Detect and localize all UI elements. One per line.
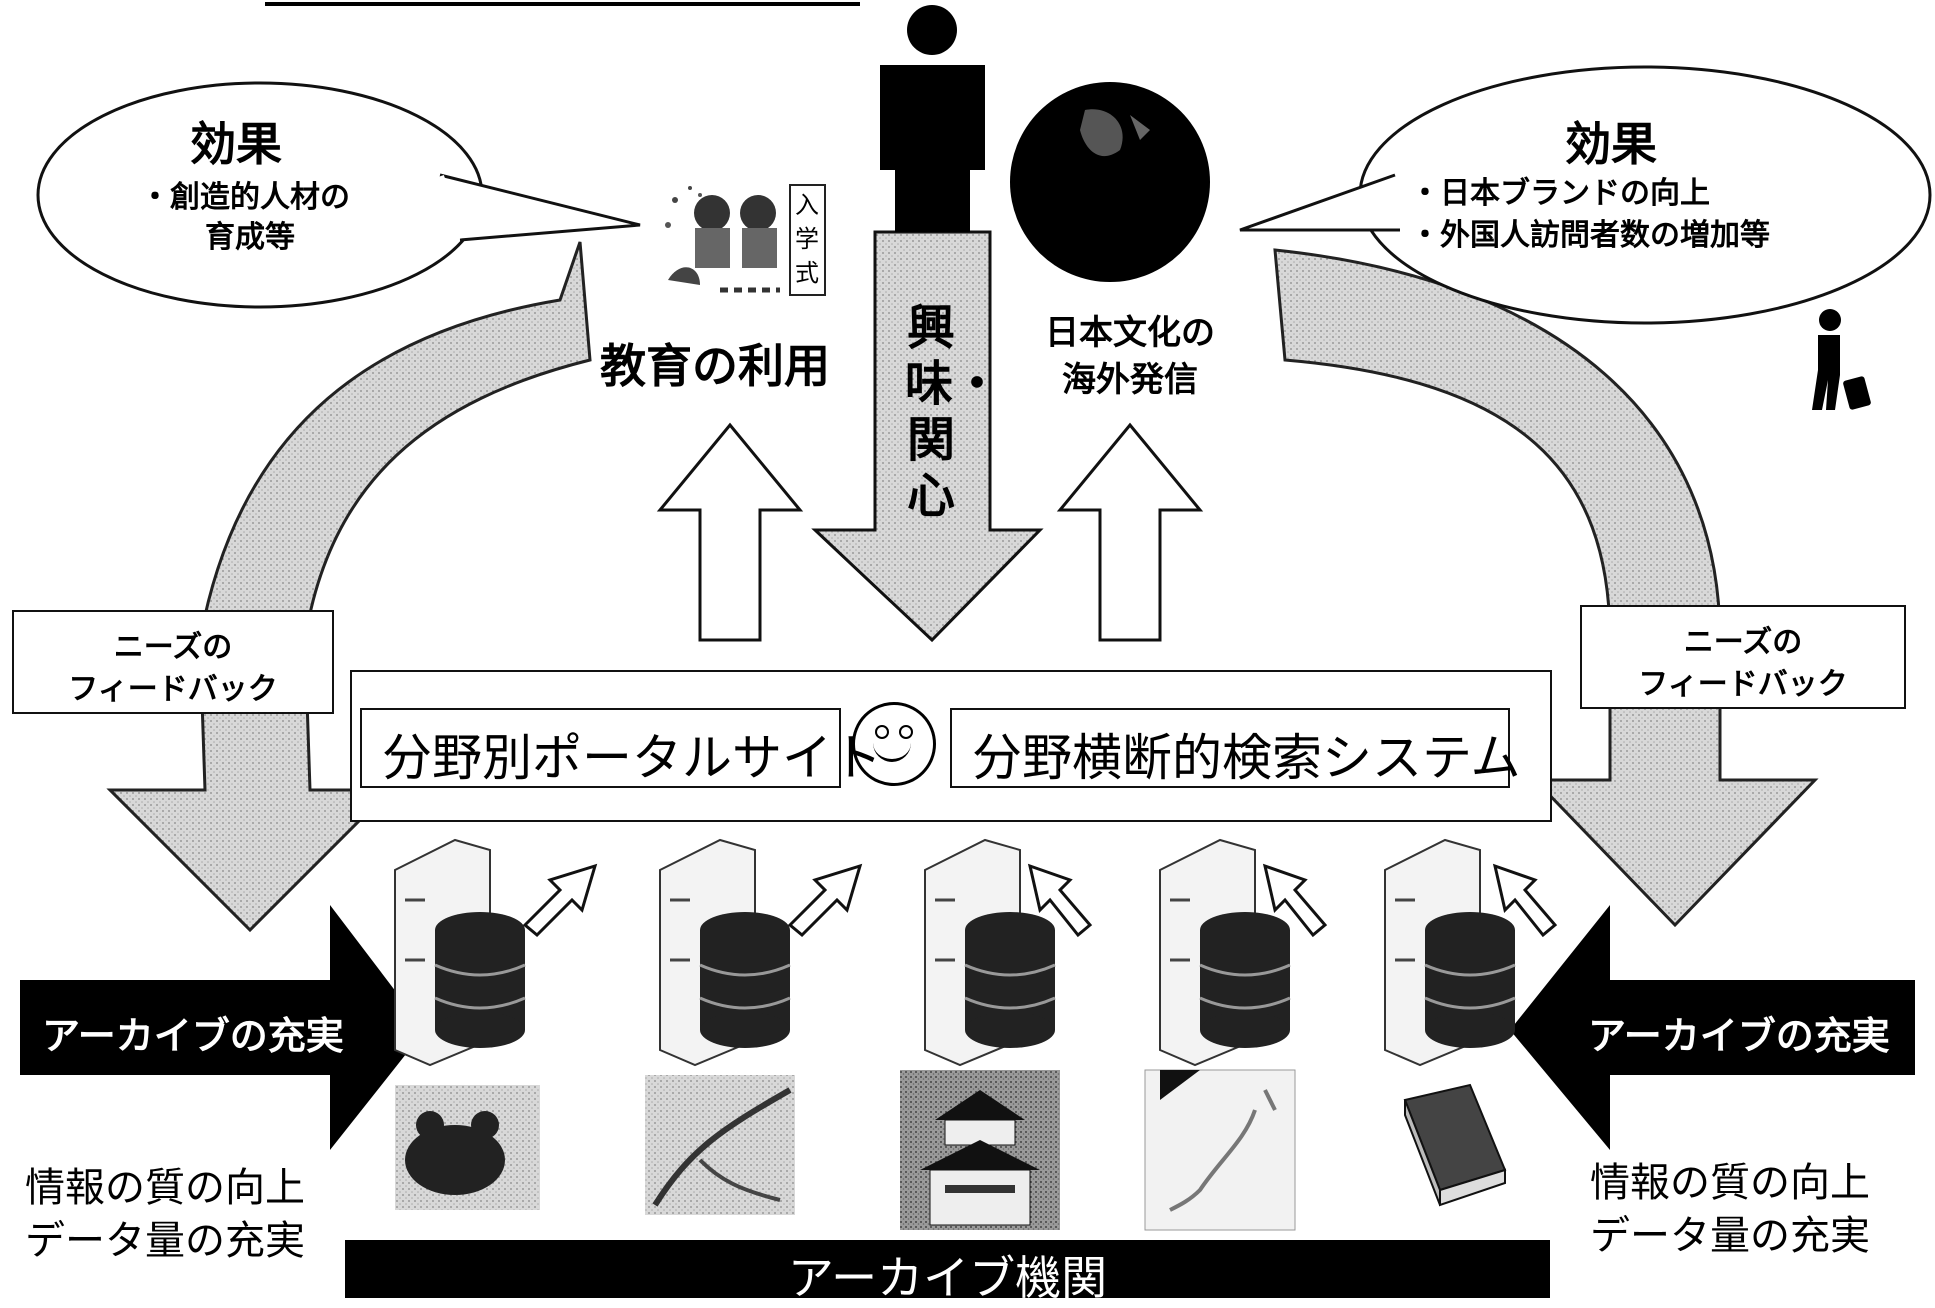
effect-title-left: 効果	[190, 117, 282, 171]
server-database-icon-5	[1384, 838, 1516, 1067]
feedback-left-line-1: ニーズの	[113, 630, 233, 665]
feedback-right-line-2: フィードバック	[1638, 667, 1848, 702]
server-database-icon-4	[1159, 838, 1291, 1067]
portal-site-box: 分野別ポータルサイト	[360, 708, 882, 788]
education-label: 教育の利用	[600, 339, 830, 393]
ceremony-sign-text: 入学式	[795, 191, 819, 287]
culture-label-line-1: 日本文化の	[1045, 313, 1215, 353]
feedback-box-left: ニーズの フィードバック	[12, 610, 334, 714]
server-to-portal-arrows	[522, 863, 1558, 938]
traveler-icon	[1812, 309, 1871, 410]
cross-search-box: 分野横断的検索システム	[950, 708, 1521, 788]
globe-icon	[1010, 82, 1210, 282]
feedback-right-line-1: ニーズの	[1683, 625, 1803, 660]
feedback-box-right: ニーズの フィードバック	[1580, 605, 1906, 709]
info-right-line-1: 情報の質の向上	[1590, 1160, 1870, 1206]
effect-line-left-2: 育成等	[205, 220, 295, 255]
archive-enrich-label-right: アーカイブの充実	[1588, 1014, 1890, 1058]
effect-line-right-1: ・日本ブランドの向上	[1410, 176, 1710, 211]
interest-label: 興味・関心	[905, 300, 1002, 524]
portal-site-label: 分野別ポータルサイト	[382, 729, 882, 787]
cross-search-label: 分野横断的検索システム	[972, 729, 1521, 787]
archive-organization-bar: アーカイブ機関	[345, 1240, 1550, 1305]
archive-enrich-arrow-left	[20, 905, 425, 1150]
archive-enrich-label-left: アーカイブの充実	[42, 1014, 344, 1058]
entrance-ceremony-illustration	[665, 184, 826, 296]
server-database-icon-1	[394, 838, 526, 1067]
speech-bubble-right	[1239, 65, 1932, 325]
right-feedback-curve-arrow	[1273, 248, 1819, 928]
info-left-line-2: データ量の充実	[25, 1218, 305, 1264]
server-database-icon-3	[924, 838, 1056, 1067]
education-up-arrow	[656, 422, 804, 642]
left-feedback-curve-arrow	[106, 241, 592, 933]
culture-label-line-2: 海外発信	[1062, 360, 1198, 400]
smiley-icon	[852, 702, 936, 786]
cherry-blossom-photo	[645, 1075, 795, 1215]
archive-organization-label: アーカイブ機関	[787, 1251, 1108, 1305]
book-icon	[1403, 1083, 1507, 1207]
speech-bubble-left	[36, 81, 641, 309]
effect-title-right: 効果	[1565, 117, 1657, 171]
interest-down-arrow	[811, 230, 1044, 643]
archive-enrich-arrow-right	[1510, 905, 1915, 1150]
info-right-line-2: データ量の充実	[1590, 1213, 1870, 1259]
portal-system-box: 分野別ポータルサイト 分野横断的検索システム	[350, 670, 1552, 822]
culture-up-arrow	[1056, 422, 1204, 642]
feedback-left-line-2: フィードバック	[68, 672, 278, 707]
server-database-icon-2	[659, 838, 791, 1067]
effect-line-right-2: ・外国人訪問者数の増加等	[1410, 218, 1770, 253]
japan-map-photo	[1144, 1069, 1296, 1231]
info-left-line-1: 情報の質の向上	[25, 1165, 305, 1211]
frog-photo	[395, 1085, 540, 1210]
person-icon	[880, 5, 985, 232]
effect-line-left-1: ・創造的人材の	[140, 180, 350, 215]
castle-photo	[900, 1070, 1060, 1230]
